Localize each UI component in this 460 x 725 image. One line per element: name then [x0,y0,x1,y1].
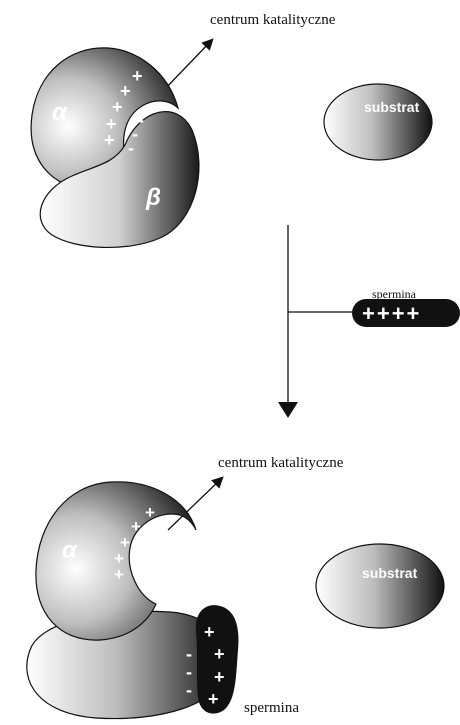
alpha-label: α [52,99,68,126]
spermine-charges: ++++ [362,301,421,326]
catalytic-center-label-bottom: centrum katalityczne [218,455,344,471]
beta-minus-sign: - [128,138,134,158]
catalytic-center-arrow [162,40,212,92]
alpha-plus-sign: + [104,130,115,150]
beta-minus-sign-bottom: - [186,680,192,700]
beta-label: β [145,184,161,211]
catalytic-center-label: centrum katalityczne [210,12,336,28]
substrate [324,84,432,160]
beta-minus-sign: - [138,110,144,130]
middle-panel: spermina ++++ [278,225,460,418]
beta-minus-sign-bottom: - [186,644,192,664]
beta-minus-sign-bottom: - [186,662,192,682]
alpha-plus-sign-bottom: + [114,565,124,584]
spermine-label-top: spermina [372,287,417,301]
spermine-plus-sign-bottom: + [208,689,219,709]
substrate-bottom [316,544,444,628]
beta-minus-sign: - [146,96,152,116]
alpha-plus-sign-bottom: + [131,517,141,536]
alpha-label-bottom: α [62,537,78,564]
process-arrow-head [278,402,298,418]
alpha-plus-sign: + [132,66,143,86]
top-panel: centrum katalityczne α β + + + + + - - -… [31,12,432,247]
alpha-plus-sign-bottom: + [145,503,155,522]
spermine-plus-sign-bottom: + [214,667,225,687]
spermine-label-bottom: spermina [244,700,299,716]
spermine-plus-sign-bottom: + [204,622,215,642]
substrate-label-bottom: substrat [362,565,418,581]
bottom-panel: centrum katalityczne α + + + + + + + + +… [27,455,444,719]
spermine-plus-sign-bottom: + [214,644,225,664]
substrate-label: substrat [364,99,420,115]
